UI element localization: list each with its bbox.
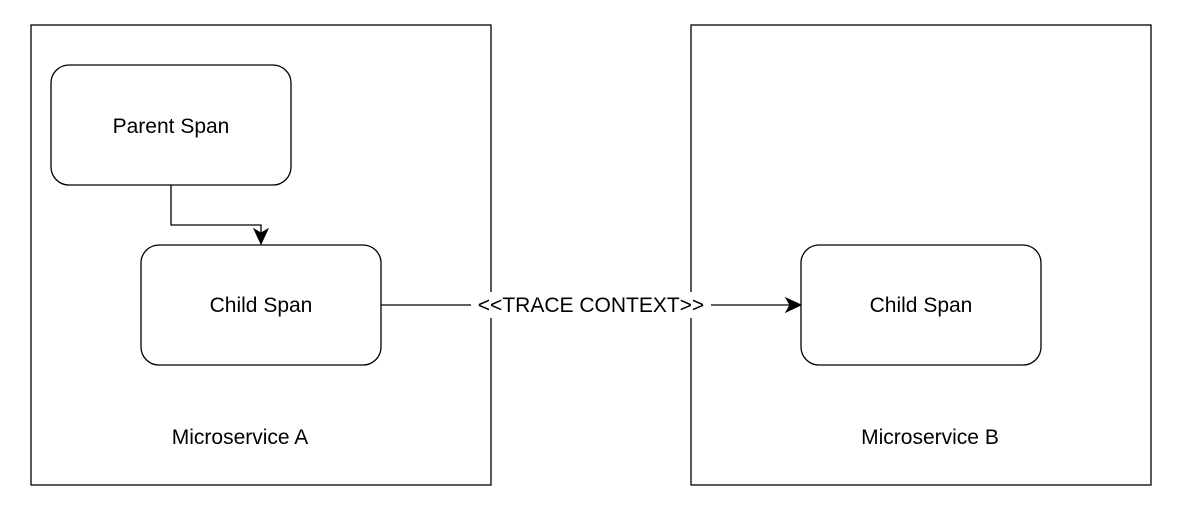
arrowhead-right [784,296,803,314]
arrowhead-down [252,227,270,246]
node-parent-span[interactable]: Parent Span [50,64,292,186]
edge-parent-to-child[interactable] [170,185,270,246]
microservice-a-label: Microservice A [172,426,309,449]
trace-context-label: <<TRACE CONTEXT>> [478,294,704,317]
microservice-b-container[interactable]: Microservice B [690,24,1152,486]
parent-span-label: Parent Span [113,115,230,138]
microservice-b-label: Microservice B [861,426,999,449]
node-child-span-b[interactable]: Child Span [800,244,1042,366]
edge-trace-context[interactable]: <<TRACE CONTEXT>> [381,292,803,318]
child-span-b-label: Child Span [870,294,973,317]
node-child-span-a[interactable]: Child Span [140,244,382,366]
child-span-a-label: Child Span [210,294,313,317]
edge-label-background [471,292,711,318]
